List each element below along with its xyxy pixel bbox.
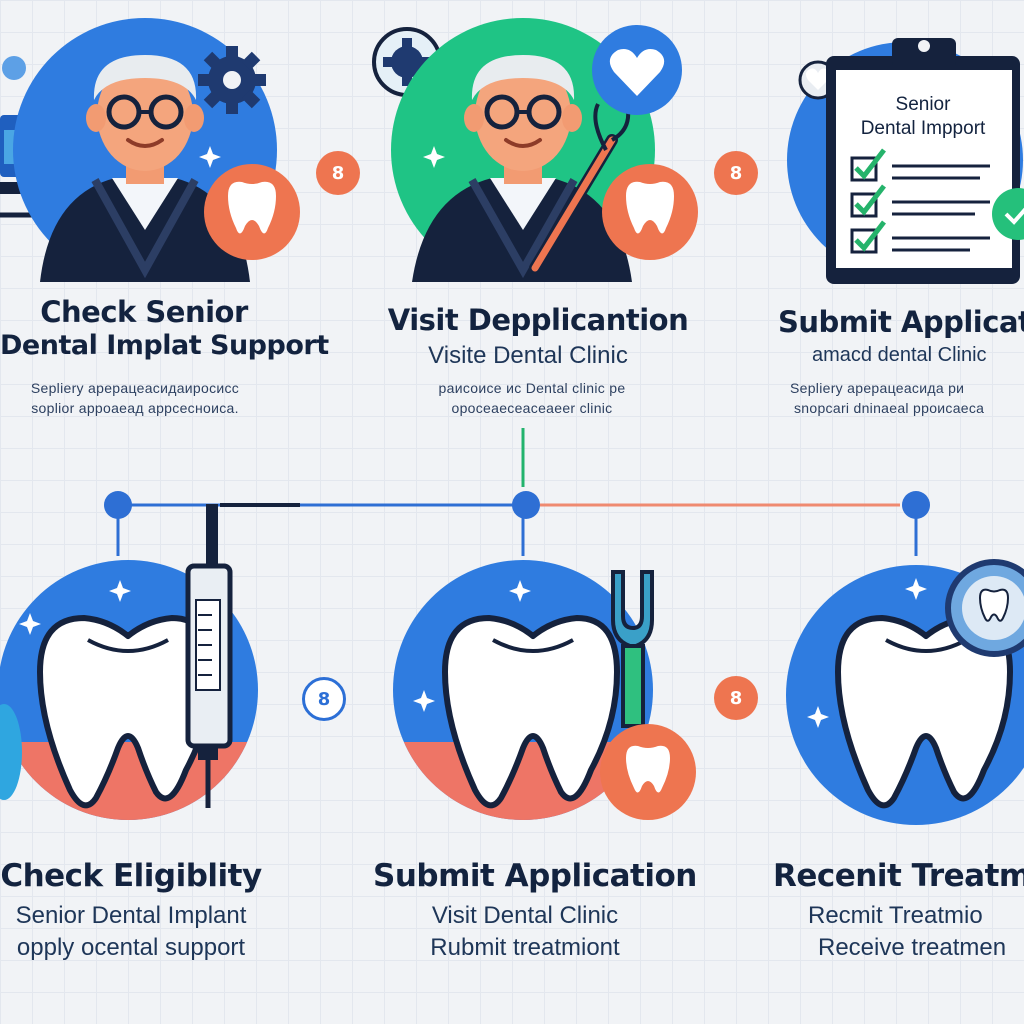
clipboard-line-1: Senior: [895, 94, 951, 115]
dental-tool-icon: [611, 570, 654, 728]
connector-node: [104, 491, 132, 519]
step-title: Submit Application: [373, 858, 697, 894]
clipboard-line-2: Dental Impport: [860, 118, 986, 139]
step-badge: 8: [714, 676, 758, 720]
step-subtitle: amacd dental Clinic: [812, 344, 987, 366]
step-badge: 8: [302, 677, 346, 721]
step-badge: 8: [316, 151, 360, 195]
step-description: opoceaeceaceaeer clinic: [451, 400, 613, 416]
step-badge: 8: [714, 151, 758, 195]
tooth-icon: [204, 164, 300, 260]
step-title: Check Eligiblity: [0, 858, 262, 894]
clipboard-icon: [826, 38, 1020, 284]
step-subtitle: Rubmit treatmiont: [430, 934, 620, 961]
step-description: soplior арроаеад аррсесноиса.: [31, 400, 239, 416]
tooth-icon: [602, 164, 698, 260]
step-description: раисоисе ис Dental clinic ре: [438, 380, 626, 396]
tooth-icon: [600, 724, 696, 820]
dental-mirror-icon: [945, 559, 1024, 657]
step-title: Dental Implat Support: [0, 330, 329, 361]
step-subtitle: Senior Dental Implant: [15, 902, 247, 929]
connector-node: [902, 491, 930, 519]
connector-node: [512, 491, 540, 519]
step-subtitle: Receive treatmen: [818, 934, 1007, 961]
step-description: snopcari dninaeal рроисаеса: [794, 400, 985, 416]
step-description: Sepliery арерацеасида ри: [790, 380, 965, 396]
dental-syringe-icon: [185, 503, 300, 808]
step-subtitle: Visit Dental Clinic: [431, 902, 619, 929]
step-subtitle: Visite Dental Clinic: [428, 342, 628, 369]
gear-icon: [198, 46, 266, 114]
step-title: Visit Depplicantion: [387, 303, 689, 337]
checkmark-icon: [850, 148, 886, 254]
step-title: Submit Applicat: [778, 305, 1024, 339]
step-subtitle: opply ocental support: [16, 934, 246, 961]
step-title: Recenit Treatmi: [773, 858, 1024, 894]
clipboard-text: Senior Dental Impport: [858, 93, 988, 141]
step-subtitle: Recmit Treatmio: [808, 902, 983, 929]
tooth-illustration: [393, 560, 653, 820]
step-description: Sepliery арерацеасидаиросисс: [30, 380, 240, 396]
heart-icon: [592, 25, 682, 115]
step-title: Check Senior: [40, 295, 248, 329]
